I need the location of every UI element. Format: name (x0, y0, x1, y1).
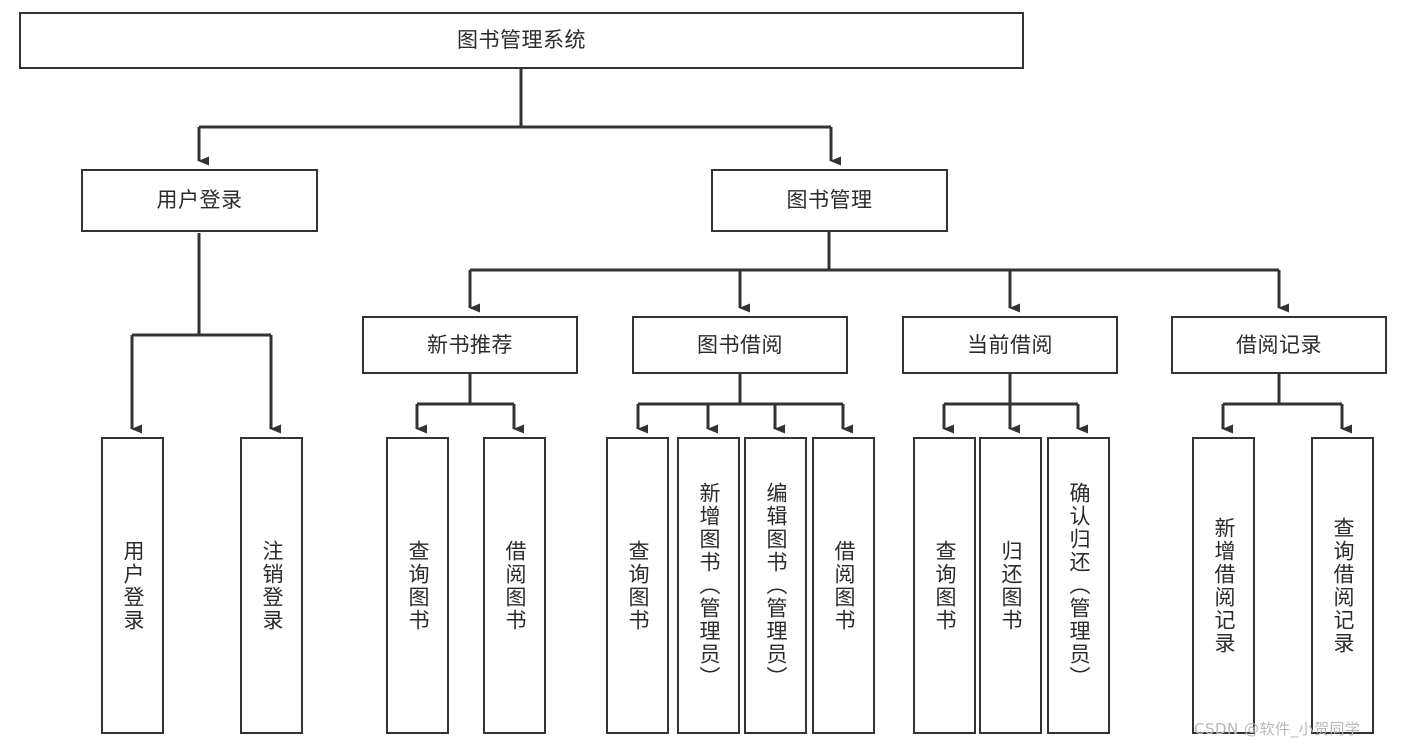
node-label: 注销登录 (260, 539, 284, 632)
node-label: 借阅记录 (1236, 332, 1322, 357)
node-label: 查询图书 (406, 539, 430, 632)
node-leaf-edit-book-admin[interactable]: 编辑图书（管理员） (744, 437, 807, 734)
node-label: 编辑图书（管理员） (764, 482, 788, 689)
node-label: 查询图书 (933, 539, 957, 632)
node-leaf-add-book-admin[interactable]: 新增图书（管理员） (677, 437, 740, 734)
node-borrow-record[interactable]: 借阅记录 (1171, 316, 1387, 374)
node-leaf-borrow-book-recommend[interactable]: 借阅图书 (483, 437, 546, 734)
node-book-borrow[interactable]: 图书借阅 (632, 316, 848, 374)
node-new-book-recommend[interactable]: 新书推荐 (362, 316, 578, 374)
node-leaf-confirm-return-admin[interactable]: 确认归还（管理员） (1047, 437, 1110, 734)
node-label: 图书管理系统 (457, 28, 586, 53)
node-label: 查询图书 (626, 539, 650, 632)
node-leaf-query-book-borrow[interactable]: 查询图书 (606, 437, 669, 734)
node-label: 查询借阅记录 (1331, 516, 1355, 655)
node-label: 当前借阅 (967, 332, 1053, 357)
node-leaf-borrow-book[interactable]: 借阅图书 (812, 437, 875, 734)
node-label: 借阅图书 (503, 539, 527, 632)
node-leaf-add-borrow-record[interactable]: 新增借阅记录 (1192, 437, 1255, 734)
node-label: 归还图书 (999, 539, 1023, 632)
node-leaf-logout[interactable]: 注销登录 (240, 437, 303, 734)
node-label: 图书管理 (786, 188, 873, 213)
node-leaf-query-book-recommend[interactable]: 查询图书 (386, 437, 449, 734)
node-label: 图书借阅 (697, 332, 783, 357)
node-leaf-return-book[interactable]: 归还图书 (979, 437, 1042, 734)
node-label: 用户登录 (156, 188, 243, 213)
node-leaf-user-login[interactable]: 用户登录 (101, 437, 164, 734)
node-current-borrow[interactable]: 当前借阅 (902, 316, 1118, 374)
node-root-system[interactable]: 图书管理系统 (19, 12, 1024, 69)
node-leaf-query-book-current[interactable]: 查询图书 (913, 437, 976, 734)
node-label: 新书推荐 (427, 332, 513, 357)
node-label: 借阅图书 (832, 539, 856, 632)
node-label: 用户登录 (121, 539, 145, 632)
node-label: 新增借阅记录 (1212, 516, 1236, 655)
node-label: 新增图书（管理员） (697, 482, 721, 689)
node-leaf-query-borrow-record[interactable]: 查询借阅记录 (1311, 437, 1374, 734)
node-user-login[interactable]: 用户登录 (81, 169, 318, 232)
node-book-management[interactable]: 图书管理 (711, 169, 948, 232)
node-label: 确认归还（管理员） (1067, 482, 1091, 689)
